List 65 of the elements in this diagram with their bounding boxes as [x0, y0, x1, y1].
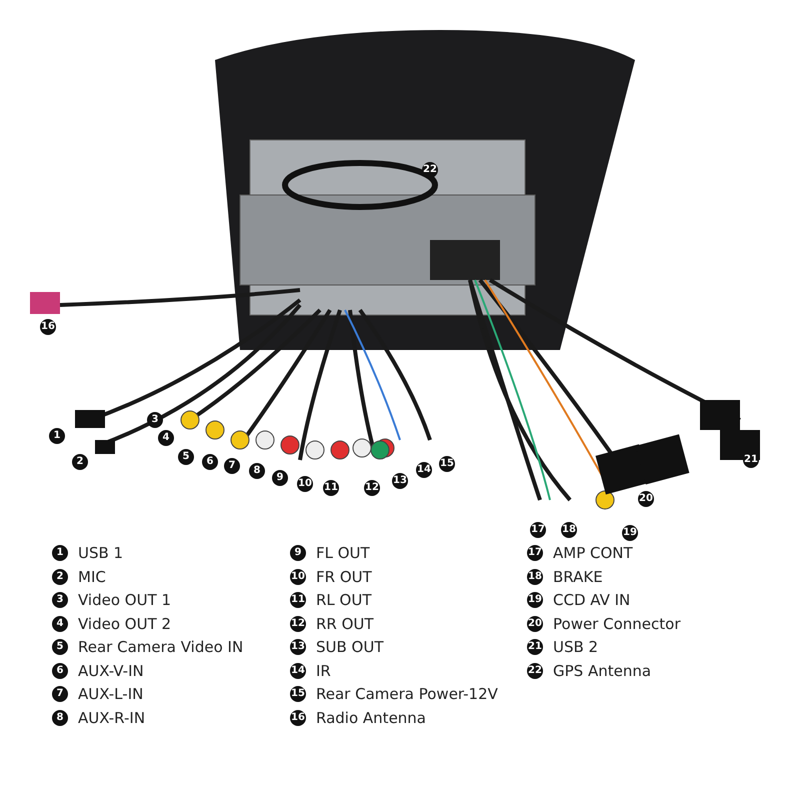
- callout-number: 14: [416, 462, 432, 478]
- key-text: AUX-L-IN: [78, 685, 144, 703]
- key-text: AUX-V-IN: [78, 662, 144, 680]
- callout-number: 13: [290, 639, 306, 655]
- callout-number: 17: [530, 522, 546, 538]
- key-text: FR OUT: [316, 568, 372, 586]
- key-text: Video OUT 1: [78, 591, 172, 609]
- callout-number: 6: [202, 454, 218, 470]
- callout-number: 1: [52, 545, 68, 561]
- callout-number: 19: [527, 592, 543, 608]
- callout-number: 18: [561, 522, 577, 538]
- key-text: RL OUT: [316, 591, 372, 609]
- key-text: Video OUT 2: [78, 614, 172, 632]
- callout-number: 2: [52, 568, 68, 584]
- callout-number: 16: [40, 319, 56, 335]
- callout-number: 9: [290, 545, 306, 561]
- key-text: SUB OUT: [316, 638, 384, 656]
- callout-number: 17: [527, 545, 543, 561]
- callout-number: 19: [622, 525, 638, 541]
- callout-number: 6: [52, 662, 68, 678]
- callout-number: 21: [527, 639, 543, 655]
- callout-number: 12: [364, 480, 380, 496]
- callout-number: 1: [49, 428, 65, 444]
- callout-number: 7: [52, 686, 68, 702]
- key-text: AUX-R-IN: [78, 708, 146, 726]
- key-text: AMP CONT: [553, 544, 633, 562]
- callout-number: 5: [52, 639, 68, 655]
- callout-number: 8: [249, 463, 265, 479]
- key-text: IR: [316, 662, 331, 680]
- key-text: GPS Antenna: [553, 662, 652, 680]
- callout-number: 20: [527, 616, 543, 632]
- callout-number: 8: [52, 710, 68, 726]
- callout-number: 21: [743, 452, 759, 468]
- key-text: USB 2: [553, 638, 598, 656]
- callout-number: 10: [297, 476, 313, 492]
- key-text: FL OUT: [316, 544, 370, 562]
- key-text: BRAKE: [553, 568, 603, 586]
- key-text: Power Connector: [553, 614, 680, 632]
- callout-number: 15: [439, 456, 455, 472]
- callout-number: 3: [147, 412, 163, 428]
- callout-number: 16: [290, 710, 306, 726]
- callout-number: 15: [290, 686, 306, 702]
- callout-number: 4: [158, 430, 174, 446]
- callout-number: 22: [527, 662, 543, 678]
- key-text: Radio Antenna: [316, 708, 426, 726]
- key-text: MIC: [78, 568, 106, 586]
- callout-number: 20: [638, 491, 654, 507]
- callout-number: 5: [178, 449, 194, 465]
- key-text: USB 1: [78, 544, 124, 562]
- callout-number: 11: [290, 592, 306, 608]
- key-text: RR OUT: [316, 614, 374, 632]
- callout-number: 3: [52, 592, 68, 608]
- callout-number: 10: [290, 568, 306, 584]
- callout-number: 4: [52, 616, 68, 632]
- key-text: Rear Camera Power-12V: [316, 685, 498, 703]
- callout-number: 14: [290, 662, 306, 678]
- key-text: Rear Camera Video IN: [78, 638, 244, 656]
- callout-number: 12: [290, 616, 306, 632]
- callout-number: 11: [323, 480, 339, 496]
- callout-number: 2: [72, 454, 88, 470]
- callout-number: 13: [392, 473, 408, 489]
- callout-number: 18: [527, 568, 543, 584]
- callout-number: 7: [224, 458, 240, 474]
- key-text: CCD AV IN: [553, 591, 630, 609]
- callout-number: 9: [272, 470, 288, 486]
